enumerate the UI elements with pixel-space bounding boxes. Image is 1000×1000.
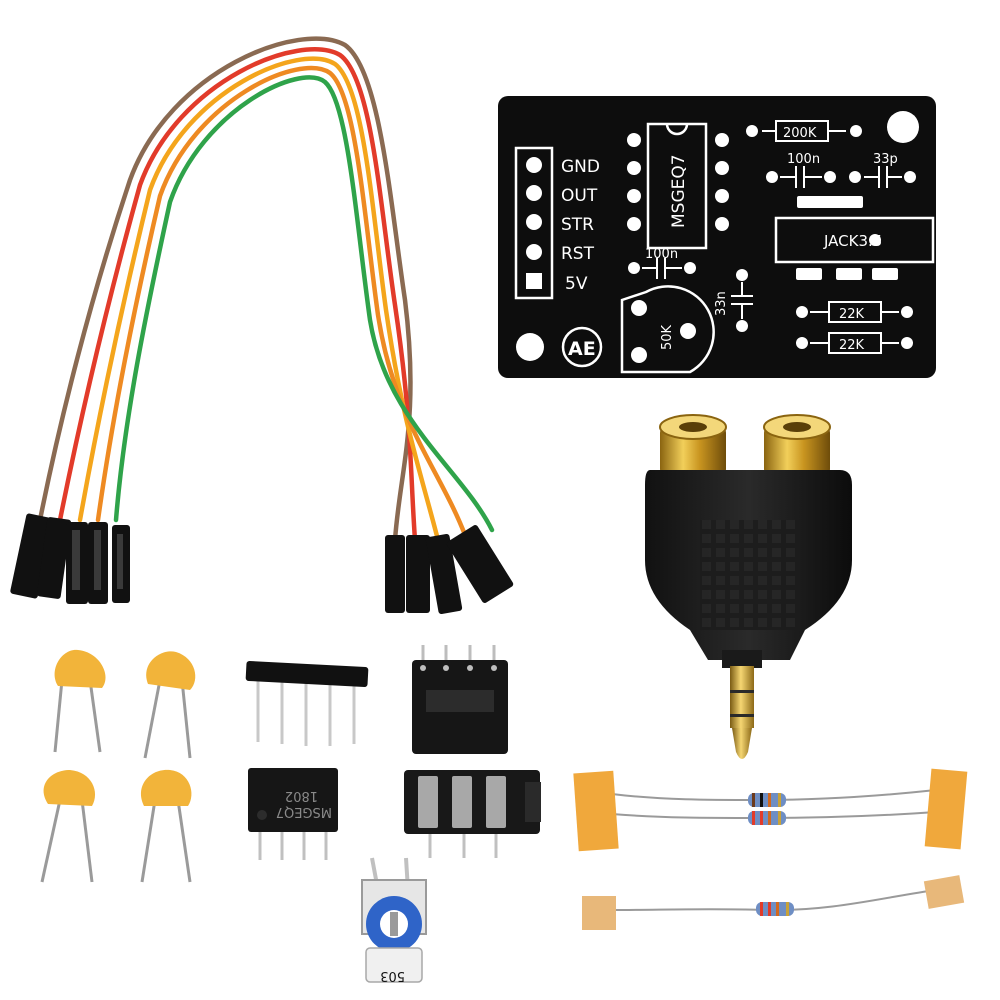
- trimmer-marking: 503: [380, 968, 405, 983]
- logo-text: AE: [568, 338, 596, 360]
- pin-label-gnd: GND: [561, 157, 600, 177]
- c-33n-label: 33n: [714, 291, 729, 316]
- r-22k-a-label: 22K: [839, 307, 865, 322]
- audio-jack-icon: [404, 770, 541, 858]
- msgeq7-breakout-board-icon: GND OUT STR RST 5V MSGEQ7 200K 100n: [498, 96, 936, 378]
- r-22k-b-label: 22K: [839, 338, 865, 353]
- c-33p-label: 33p: [873, 152, 898, 167]
- pin-label-out: OUT: [561, 186, 598, 206]
- ae-logo-icon: AE: [561, 326, 603, 368]
- ic-marking-1: MSGEQ7: [276, 804, 332, 819]
- pin-header-icon: [245, 660, 369, 746]
- r-200k-label: 200K: [783, 126, 817, 141]
- chip-label: MSGEQ7: [669, 154, 689, 228]
- pin-label-rst: RST: [561, 244, 595, 264]
- ceramic-capacitor-icon: [40, 649, 196, 883]
- c-100n-top-label: 100n: [787, 152, 820, 167]
- trimmer-pot-icon: 503: [361, 857, 427, 983]
- jack-label: JACK3.5: [823, 232, 882, 250]
- pin-label-str: STR: [561, 215, 594, 235]
- rca-y-splitter-icon: [645, 414, 852, 759]
- dip8-ic-icon: MSGEQ7 1802: [248, 768, 338, 860]
- pot-label: 50K: [660, 324, 675, 350]
- dupont-jumper-cable-icon: [10, 36, 514, 615]
- pin-label-5v: 5V: [565, 274, 588, 294]
- c-100n-bottom-label: 100n: [645, 247, 678, 262]
- dip8-socket-icon: [412, 645, 508, 754]
- resistor-icon: [573, 768, 968, 930]
- ic-marking-2: 1802: [285, 788, 318, 803]
